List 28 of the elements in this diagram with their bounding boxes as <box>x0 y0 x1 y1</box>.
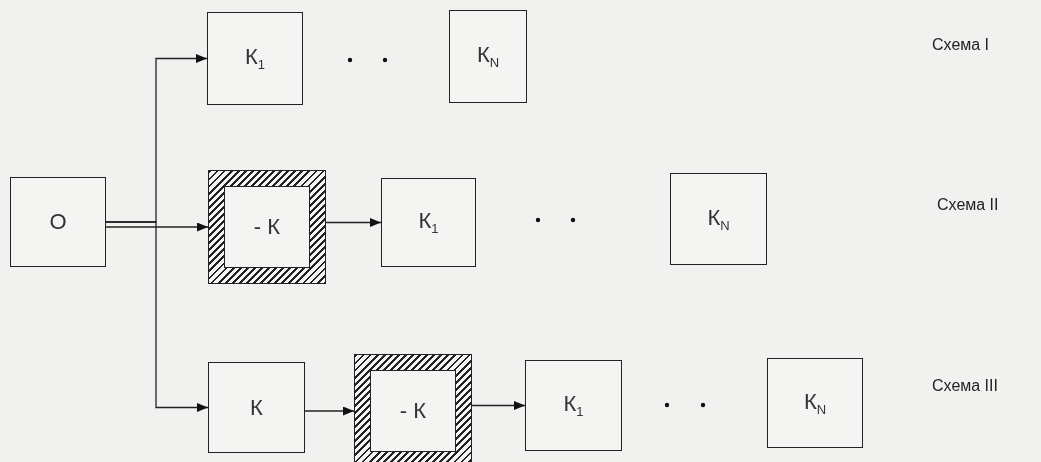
box-label: О <box>49 209 67 235</box>
scheme-label: Схема II <box>937 196 999 214</box>
arrow <box>105 221 209 412</box>
process-box <box>381 178 476 267</box>
process-box <box>208 362 305 453</box>
box-label: К <box>250 394 263 421</box>
box-label: К$_{N}$ <box>803 388 827 418</box>
box-label: К$_{1}$ <box>418 208 439 237</box>
arrow <box>304 406 355 416</box>
box-label: К$_{1}$ <box>244 44 266 73</box>
box-label: К$_{N}$ <box>476 42 500 71</box>
hatched-box <box>208 170 326 284</box>
process-box <box>525 360 622 451</box>
hatched-box <box>354 354 472 462</box>
scheme-label: Схема III <box>932 377 998 395</box>
process-box <box>767 358 863 448</box>
arrow <box>471 401 526 410</box>
arrow <box>325 218 382 227</box>
scheme-label: Схема I <box>932 36 990 54</box>
process-box <box>207 12 303 105</box>
box-label: - К <box>399 398 427 424</box>
box-label: К$_{1}$ <box>563 391 584 420</box>
process-box <box>449 10 527 103</box>
arrow <box>105 222 209 232</box>
process-box <box>10 177 106 267</box>
box-label: К$_{N}$ <box>707 204 730 234</box>
process-box <box>670 173 767 265</box>
box-label: - К <box>253 214 281 240</box>
